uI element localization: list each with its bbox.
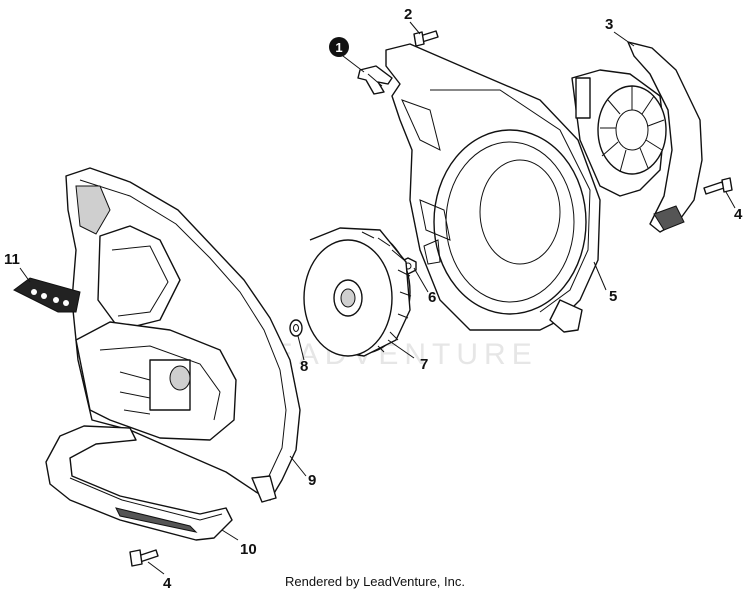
- callout-9: 9: [308, 472, 316, 489]
- callout-3: 3: [605, 16, 613, 33]
- callout-10: 10: [240, 541, 257, 558]
- callout-1-label: 1: [335, 40, 342, 55]
- callout-4-bottom: 4: [163, 575, 172, 592]
- watermark-text: LEADVENTURE: [250, 338, 538, 371]
- part-3-intake-cover: [571, 41, 703, 233]
- part-10-handle: [45, 425, 233, 541]
- callout-11: 11: [4, 251, 20, 268]
- part-8-washer: [289, 319, 303, 337]
- callout-2: 2: [404, 6, 412, 23]
- part-9-front-housing: [65, 167, 301, 503]
- part-1-clip: [357, 65, 393, 95]
- part-2-screw: [413, 30, 439, 47]
- part-5-blower-housing: [385, 43, 601, 333]
- callout-7: 7: [420, 356, 428, 373]
- callout-4-right: 4: [734, 206, 743, 223]
- leader-lines: [19, 21, 736, 575]
- part-7-impeller: [303, 227, 412, 357]
- callout-1: 1: [329, 37, 349, 57]
- footer-credit: Rendered by LeadVenture, Inc.: [285, 574, 465, 589]
- part-11-decal: [13, 277, 81, 313]
- part-4-screw-right: [703, 177, 733, 195]
- callout-5: 5: [609, 288, 617, 305]
- callout-8: 8: [300, 358, 308, 375]
- callout-6: 6: [428, 289, 436, 306]
- part-4-screw-bottom: [129, 549, 159, 567]
